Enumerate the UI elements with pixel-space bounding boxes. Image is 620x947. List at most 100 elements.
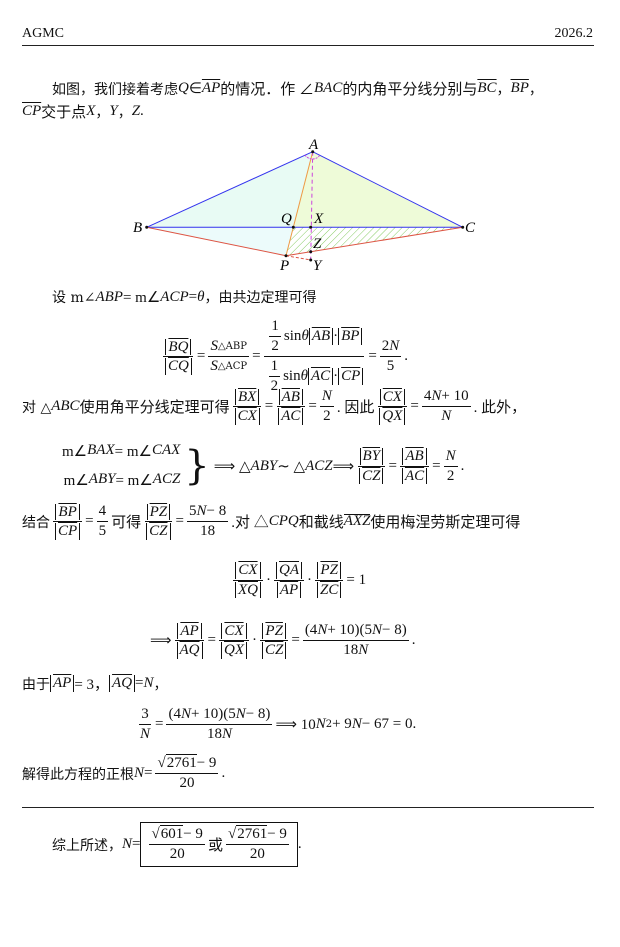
numerator: BQ [163,338,194,357]
math-var: BAC [314,80,343,96]
numerator: N [319,388,334,407]
segment-length: BY [359,448,384,465]
brace: } [184,443,210,489]
system: m∠BAX = m∠CAX m∠ABY = m∠ACZ} [62,442,214,490]
math-var: S [210,358,218,374]
label-q: Q [281,211,292,227]
text: 20 [249,846,265,862]
segment-length: ZC [317,581,342,598]
segment-length: CQ [165,358,192,375]
segment: PZ [320,562,338,578]
text: − 8) [245,706,271,722]
text: 或 [207,838,223,854]
label-z: Z [313,236,322,252]
text: 可得 [111,515,142,531]
text: ， [528,81,543,98]
denominator: XQ [233,581,263,598]
math-var: S [210,338,218,354]
text: = 1 [346,571,367,588]
segment: QX [223,642,244,658]
sqrt-sign: √ [227,826,237,842]
math-var: N [221,726,232,742]
text: = [388,457,397,474]
text: = [308,398,317,414]
label-p: P [279,258,289,274]
label-b: B [133,220,142,236]
math-var: N [389,338,400,354]
segment-length: QX [220,642,247,659]
region-right [293,151,463,228]
segment-length: AC [278,408,304,425]
denominator: ZC [315,581,343,598]
segment-length: CP [338,368,364,385]
text: = [368,348,377,364]
math-var: Z [131,103,141,119]
segment: CP [341,368,361,385]
numerator: AB [400,448,429,467]
segment: CX [237,408,257,424]
segment: CZ [362,467,381,484]
text: .对 △ [231,515,269,531]
segment: BP [58,503,77,520]
segment: AP [279,581,299,598]
segment: CP [58,523,78,539]
subscript: △ACP [217,361,248,372]
math-var: ACZ [305,457,333,474]
text: . 因此 [336,400,375,416]
subscript: △ABP [217,341,247,352]
segment-length: QX [379,408,406,425]
math-var: N [134,765,145,781]
math-var: N [358,642,369,658]
label-x: X [313,211,324,227]
text: · [333,328,339,344]
segment-ap [285,151,314,256]
segment: AP [201,80,221,96]
text: = m∠ [114,444,152,460]
segment-length: CZ [146,523,171,540]
math-var: θ [300,368,308,384]
denominator: 20 [248,845,267,863]
math-var: N [196,503,207,519]
paragraph-intro-2: CP 交于点 X，Y，Z. [22,101,144,122]
text: 1 [270,358,279,374]
system-row: m∠ABY = m∠ACZ [64,471,181,490]
segment: QA [279,562,299,578]
denominator: AC [276,407,305,425]
text: . 此外， [473,400,527,416]
segment-bp [146,226,287,257]
fraction: BP CP [53,503,82,540]
system-row: m∠BAX = m∠CAX [62,442,180,461]
denominator: CZ [357,467,385,484]
text: ⟹ [332,458,355,475]
segment-length: BP [55,503,80,520]
text: 2 [270,378,279,394]
segment-length: AC [401,467,428,484]
text: 4 [423,388,432,404]
text: ∈ [188,81,202,97]
text: = [291,632,300,648]
segment: AC [281,408,301,424]
denominator: CP [53,522,82,540]
text: = [155,716,164,732]
segment: PZ [149,503,168,520]
text: 交于点 [41,105,87,121]
segment-length: CP [55,523,81,540]
segment-length: AB [308,328,334,345]
segment-length: AP [50,675,75,692]
text: + 9 [332,716,352,732]
segment: AB [405,448,424,464]
text: ， [117,104,132,121]
text: ⟹ △ [213,458,251,475]
text: 2 [271,338,279,354]
